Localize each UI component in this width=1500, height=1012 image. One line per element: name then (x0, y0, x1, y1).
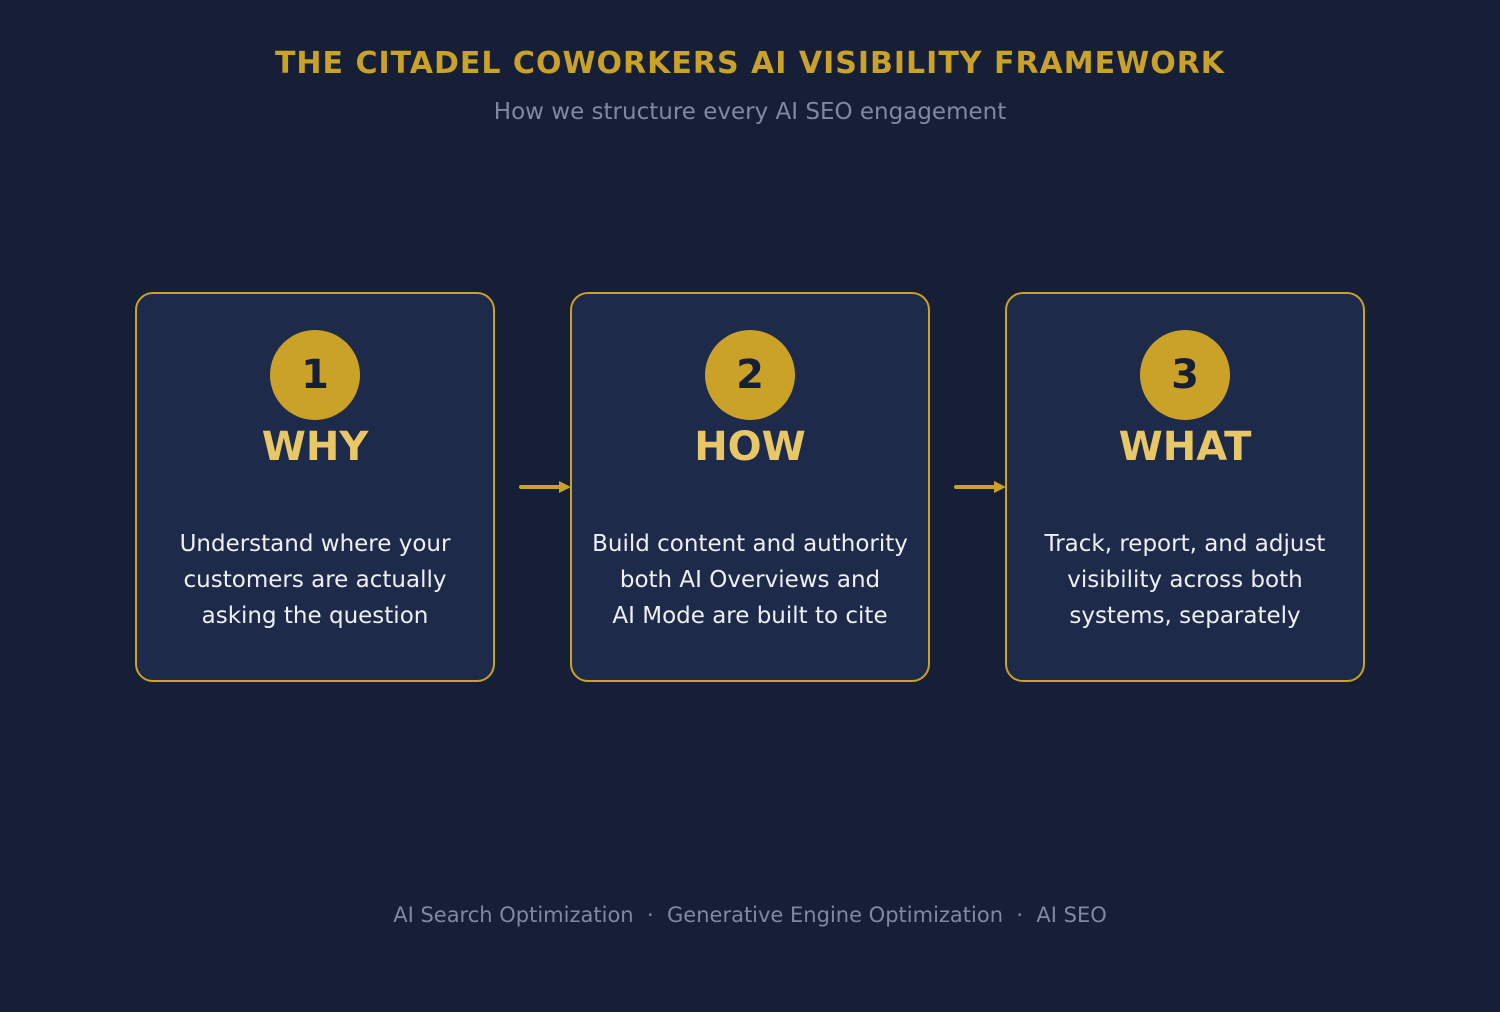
step-card-what: 3 WHAT Track, report, and adjust visibil… (1005, 292, 1365, 682)
footer-separator: · (646, 903, 654, 927)
page-title: THE CITADEL COWORKERS AI VISIBILITY FRAM… (274, 46, 1226, 81)
step-number-badge: 3 (1140, 330, 1230, 420)
step-description-line: Understand where your (179, 531, 451, 557)
page-subtitle: How we structure every AI SEO engagement (493, 99, 1007, 125)
step-heading: WHY (261, 424, 369, 470)
step-description-line: both AI Overviews and (619, 567, 881, 593)
step-description-line: systems, separately (1069, 603, 1301, 629)
step-description-line: customers are actually (183, 567, 447, 593)
step-card-why: 1 WHY Understand where your customers ar… (135, 292, 495, 682)
footer-item: AI Search Optimization (393, 903, 634, 927)
step-description: Understand where your customers are actu… (137, 526, 493, 634)
step-description: Build content and authority both AI Over… (572, 526, 928, 634)
arrow-right-icon (519, 481, 571, 493)
step-description-line: AI Mode are built to cite (612, 603, 888, 629)
step-heading: HOW (694, 424, 806, 470)
footer-item: Generative Engine Optimization (667, 903, 1004, 927)
step-description-line: Build content and authority (592, 531, 908, 557)
step-description: Track, report, and adjust visibility acr… (1007, 526, 1363, 634)
step-description-line: Track, report, and adjust (1044, 531, 1326, 557)
step-card-how: 2 HOW Build content and authority both A… (570, 292, 930, 682)
step-number-badge: 2 (705, 330, 795, 420)
footer-item: AI SEO (1036, 903, 1107, 927)
footer-separator: · (1016, 903, 1024, 927)
step-heading: WHAT (1118, 424, 1252, 470)
step-description-line: visibility across both (1067, 567, 1303, 593)
footer-tagline: AI Search Optimization · Generative Engi… (0, 900, 1500, 930)
step-number-badge: 1 (270, 330, 360, 420)
step-description-line: asking the question (201, 603, 429, 629)
arrow-right-icon (954, 481, 1006, 493)
